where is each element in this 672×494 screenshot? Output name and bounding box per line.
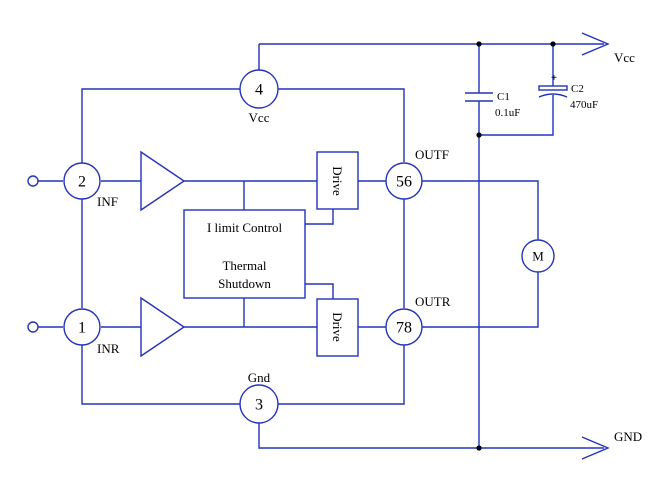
ic-left-bottom-wire (81, 345, 240, 405)
pin-3 (239, 384, 279, 424)
capacitor-c2 (538, 85, 568, 98)
junction-dot (476, 41, 482, 47)
inr-input-terminal (27, 321, 39, 333)
gnd-rail-label: GND (614, 429, 642, 444)
gnd-arrow-wire (581, 436, 610, 460)
pin-4-number: 4 (255, 82, 263, 99)
c1-value: 0.1uF (495, 107, 520, 119)
drive-bottom-label: Drive (330, 312, 345, 342)
gnd-pin-label: Gnd (248, 370, 271, 385)
pin-2-number: 2 (78, 174, 86, 191)
drive-top-box (316, 151, 359, 210)
c1-name: C1 (497, 91, 510, 103)
wires (38, 32, 610, 460)
ic-top-left-wire (81, 88, 240, 164)
control-line3: Shutdown (218, 276, 271, 291)
junction-dot (476, 132, 482, 138)
inf-label: INF (97, 194, 118, 209)
vcc-pin-label: Vcc (249, 110, 270, 125)
pin-3-number: 3 (255, 397, 263, 414)
junction-dot (476, 445, 482, 451)
pin3-to-gnd-wire (258, 423, 604, 449)
control-line1: I limit Control (207, 220, 283, 235)
pin-78 (385, 308, 423, 346)
drive-top-label: Drive (330, 166, 345, 196)
pin-78-number: 78 (396, 320, 412, 337)
drive-bottom-box (316, 298, 359, 357)
pin-56-number: 56 (396, 174, 412, 191)
c2-value: 470uF (570, 99, 598, 111)
outr-label: OUTR (415, 294, 451, 309)
reverse-amplifier (140, 296, 186, 358)
pin-56 (385, 162, 423, 200)
pin-4 (239, 69, 279, 109)
pin-1 (63, 308, 101, 346)
motor-symbol (521, 239, 555, 273)
forward-amplifier (140, 150, 186, 212)
outr-to-motor-wire (422, 272, 539, 328)
inr-label: INR (97, 341, 120, 356)
vcc-arrow-wire (581, 32, 610, 56)
pin-2 (63, 162, 101, 200)
vcc-rail-label: Vcc (614, 50, 635, 65)
c2-plus: + (551, 72, 557, 84)
junction-dot (550, 41, 556, 47)
outf-label: OUTF (415, 147, 449, 162)
c2-bottom-wire (479, 95, 554, 136)
control-line2: Thermal (222, 258, 266, 273)
ctrl-to-drive-bottom-wire (305, 283, 334, 299)
ctrl-to-drive-top-wire (305, 209, 334, 225)
c2-name: C2 (571, 83, 584, 95)
capacitor-c1 (465, 92, 493, 102)
ic-top-right-wire (278, 88, 405, 162)
motor-label: M (532, 249, 544, 264)
inf-input-terminal (27, 175, 39, 187)
control-block (183, 209, 306, 299)
ic-right-bottom-wire (278, 345, 405, 405)
pin-1-number: 1 (78, 320, 86, 337)
outf-to-motor-wire (422, 180, 539, 240)
